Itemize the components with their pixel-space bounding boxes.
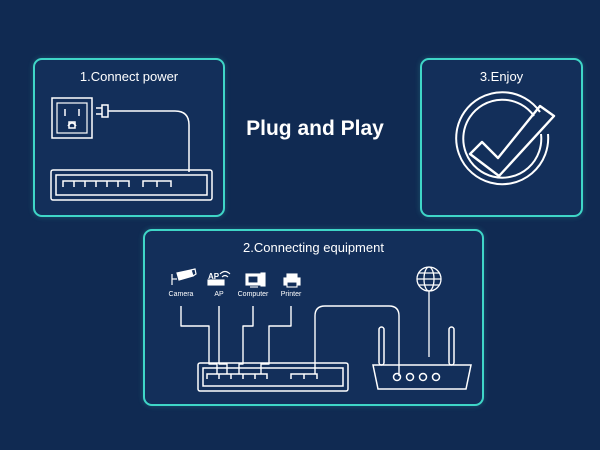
step-connect-power-panel: 1.Connect power <box>33 58 225 217</box>
power-illustration <box>50 97 213 201</box>
power-outlet-icon <box>51 97 93 139</box>
step-connecting-equipment-panel: 2.Connecting equipment AP <box>143 229 484 406</box>
step-connect-power-title: 1.Connect power <box>79 69 179 84</box>
step-connecting-equipment-title: 2.Connecting equipment <box>243 240 384 255</box>
device-cables <box>180 305 400 376</box>
device-label-ap: AP <box>214 291 224 298</box>
switch-icon <box>50 169 213 201</box>
power-plug-icon <box>96 104 190 172</box>
camera-icon <box>171 268 197 285</box>
checkmark-icon <box>455 91 556 186</box>
router-icon <box>372 326 472 390</box>
step-enjoy-title: 3.Enjoy <box>479 69 524 84</box>
access-point-icon <box>207 270 231 286</box>
computer-icon <box>245 272 266 288</box>
equipment-illustration: AP <box>171 266 472 392</box>
device-label-computer: Computer <box>237 291 269 298</box>
device-label-camera: Camera <box>168 291 194 298</box>
device-label-printer: Printer <box>280 291 302 298</box>
step-enjoy-panel: 3.Enjoy <box>420 58 583 217</box>
printer-icon <box>283 273 301 288</box>
ap-icon-badge: AP <box>208 272 220 281</box>
globe-icon <box>416 266 442 357</box>
headline: Plug and Play <box>246 117 384 140</box>
switch-icon <box>197 362 349 392</box>
